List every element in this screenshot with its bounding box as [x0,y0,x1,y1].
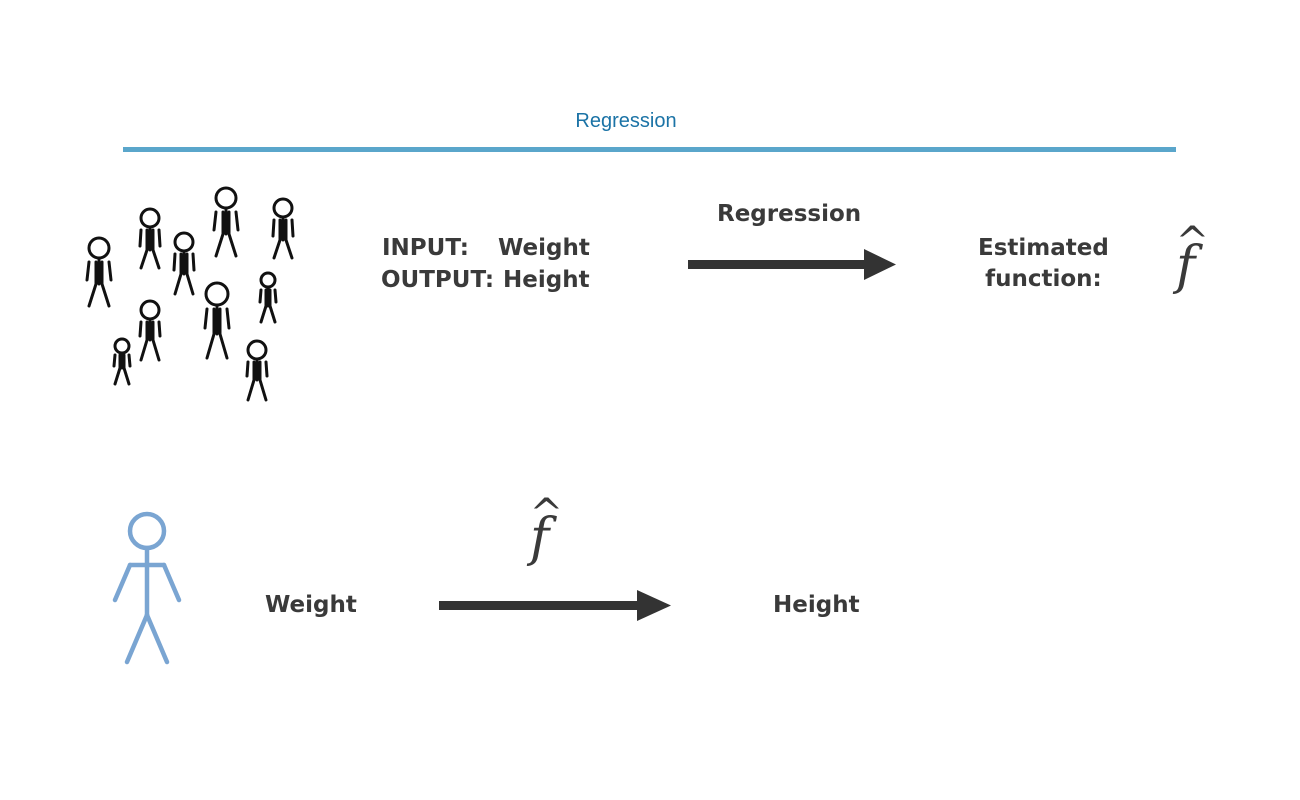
crowd-person [85,236,113,308]
regression-arrow-label: Regression [717,201,862,227]
input-value: Weight [498,235,590,261]
estimated-function-symbol: f ^ [1176,222,1210,296]
crowd-person [271,197,295,260]
crowd-person [138,299,162,362]
crowd-person [245,339,269,402]
fhat-f-prediction: f [530,508,550,568]
fhat-hat: ^ [1175,219,1210,265]
crowd-person [212,186,240,258]
title-underline [123,147,1176,152]
fhat-hat-prediction: ^ [529,491,564,537]
estimated-label-line1: Estimated [978,235,1109,261]
crowd-person [138,207,162,270]
output-value: Height [503,267,590,293]
new-person-illustration [112,511,182,665]
crowd-person [203,281,231,360]
prediction-function-symbol: f ^ [530,494,564,568]
slide-title: Regression [575,110,677,132]
crowd-person [172,231,196,296]
fhat-f: f [1176,236,1196,296]
input-label: INPUT: [382,235,469,261]
estimated-function-label: Estimated function: [978,233,1109,295]
prediction-input-label: Weight [265,592,357,618]
crowd-person [112,337,132,386]
regression-arrow [688,249,896,280]
crowd-person [258,271,278,324]
crowd-illustration [85,186,295,402]
estimated-label-line2: function: [985,266,1102,293]
output-label: OUTPUT: [381,267,495,293]
prediction-arrow [439,590,671,621]
prediction-output-label: Height [773,592,860,618]
